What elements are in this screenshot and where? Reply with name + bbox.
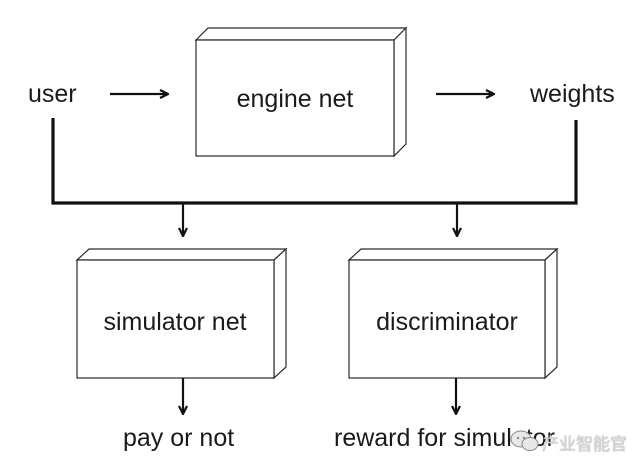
simulator-net-box bbox=[75, 247, 288, 380]
weights-label: weights bbox=[530, 80, 615, 108]
engine-net-label: engine net bbox=[236, 85, 354, 113]
wechat-icon bbox=[510, 430, 539, 451]
user-label: user bbox=[28, 80, 77, 108]
discriminator-label: discriminator bbox=[376, 308, 518, 336]
simulator-net-label: simulator net bbox=[103, 308, 247, 336]
discriminator-box bbox=[347, 247, 559, 380]
engine-net-box bbox=[194, 26, 408, 158]
pay-or-not-label: pay or not bbox=[123, 424, 235, 452]
bus-connector bbox=[51, 118, 578, 205]
watermark-text: 产业智能官 bbox=[542, 435, 627, 454]
